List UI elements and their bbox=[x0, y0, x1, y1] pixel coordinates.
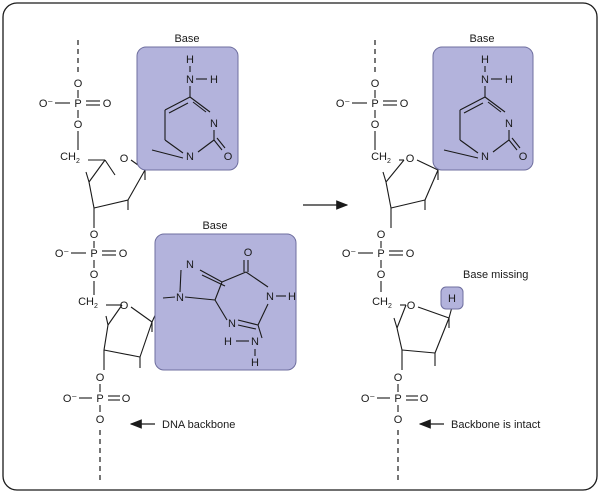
ring-oxygen: O bbox=[120, 300, 129, 312]
atom-o: O bbox=[90, 229, 99, 241]
atom-h: H bbox=[186, 54, 194, 66]
atom-n: N bbox=[210, 118, 218, 130]
atom-p: P bbox=[90, 248, 97, 260]
atom-p: P bbox=[377, 248, 384, 260]
atom-h: H bbox=[251, 357, 259, 369]
atom-o-minus: O⁻ bbox=[39, 98, 54, 110]
atom-o-minus: O⁻ bbox=[342, 248, 357, 260]
atom-o: O bbox=[96, 414, 105, 426]
backbone-intact-label: Backbone is intact bbox=[451, 419, 540, 431]
atom-o: O bbox=[90, 269, 99, 281]
atom-o-minus: O⁻ bbox=[336, 98, 351, 110]
phosphate-group-1: O O⁻ P O O bbox=[336, 78, 409, 150]
atom-o: O bbox=[119, 248, 128, 260]
base-box bbox=[432, 46, 534, 171]
atom-o: O bbox=[377, 229, 386, 241]
atom-n: N bbox=[186, 74, 194, 86]
atom-o: O bbox=[519, 151, 528, 163]
ring-oxygen: O bbox=[407, 300, 416, 312]
base-label: Base bbox=[174, 33, 199, 45]
base-cytosine-right: Base H N H N O N bbox=[432, 33, 534, 171]
atom-o: O bbox=[96, 372, 105, 384]
ch2-group: CH2 bbox=[60, 151, 80, 165]
phosphate-group-3: O O⁻ P O O bbox=[63, 362, 131, 426]
phosphate-group-2: O O⁻ P O O bbox=[55, 218, 128, 295]
atom-o: O bbox=[377, 269, 386, 281]
atom-h: H bbox=[448, 293, 456, 305]
atom-n-glycosidic: N bbox=[481, 151, 489, 163]
atom-h: H bbox=[481, 54, 489, 66]
ch2-group: CH2 bbox=[372, 296, 392, 310]
ring-oxygen: O bbox=[406, 153, 415, 165]
atom-h: H bbox=[210, 74, 218, 86]
ch2-group: CH2 bbox=[78, 296, 98, 310]
atom-o-minus: O⁻ bbox=[55, 248, 70, 260]
atom-o: O bbox=[74, 119, 83, 131]
atom-h: H bbox=[224, 336, 232, 348]
atom-h: H bbox=[505, 74, 513, 86]
deoxyribose-sugar-2: CH2 O bbox=[78, 296, 164, 368]
atom-p: P bbox=[371, 98, 378, 110]
atom-p: P bbox=[96, 393, 103, 405]
atom-p: P bbox=[394, 393, 401, 405]
phosphate-group-2: O O⁻ P O O bbox=[342, 218, 415, 292]
atom-n: N bbox=[251, 336, 259, 348]
deoxyribose-sugar-abasic: CH2 O bbox=[372, 296, 453, 366]
left-strand: O O⁻ P O O CH2 O bbox=[39, 33, 297, 480]
atom-n: N bbox=[266, 291, 274, 303]
atom-o: O bbox=[400, 98, 409, 110]
atom-o: O bbox=[371, 119, 380, 131]
atom-o: O bbox=[224, 151, 233, 163]
atom-o: O bbox=[244, 247, 253, 259]
base-box bbox=[136, 46, 239, 171]
atom-o: O bbox=[103, 98, 112, 110]
figure-frame bbox=[2, 2, 598, 491]
base-label: Base bbox=[202, 220, 227, 232]
atom-n: N bbox=[505, 118, 513, 130]
hydrogen-box bbox=[440, 286, 464, 310]
atom-o: O bbox=[394, 414, 403, 426]
base-missing-label: Base missing bbox=[463, 269, 528, 281]
atom-n-glycosidic: N bbox=[186, 151, 194, 163]
atom-o-minus: O⁻ bbox=[361, 393, 376, 405]
atom-o: O bbox=[122, 393, 131, 405]
atom-o: O bbox=[406, 248, 415, 260]
atom-n: N bbox=[481, 74, 489, 86]
phosphate-group-3: O O⁻ P O O bbox=[361, 362, 429, 426]
ch2-group: CH2 bbox=[371, 151, 391, 165]
atom-n: N bbox=[228, 318, 236, 330]
dna-backbone-label: DNA backbone bbox=[162, 419, 235, 431]
atom-n: N bbox=[186, 259, 194, 271]
base-guanine-left: Base O N H N N N N H bbox=[154, 220, 297, 371]
atom-h: H bbox=[288, 291, 296, 303]
ring-oxygen: O bbox=[120, 153, 129, 165]
base-cytosine-left: Base H N H N O N bbox=[136, 33, 239, 171]
right-strand: O O⁻ P O O CH2 O bbox=[336, 33, 540, 480]
atom-p: P bbox=[74, 98, 81, 110]
atom-o: O bbox=[394, 372, 403, 384]
base-box bbox=[154, 233, 297, 371]
base-missing-site: Base missing H bbox=[440, 269, 528, 310]
base-label: Base bbox=[469, 33, 494, 45]
atom-o: O bbox=[74, 78, 83, 90]
atom-o: O bbox=[420, 393, 429, 405]
atom-o: O bbox=[371, 78, 380, 90]
atom-n-glycosidic: N bbox=[176, 292, 184, 304]
atom-o-minus: O⁻ bbox=[63, 393, 78, 405]
phosphate-group-1: O O⁻ P O O bbox=[39, 78, 112, 150]
